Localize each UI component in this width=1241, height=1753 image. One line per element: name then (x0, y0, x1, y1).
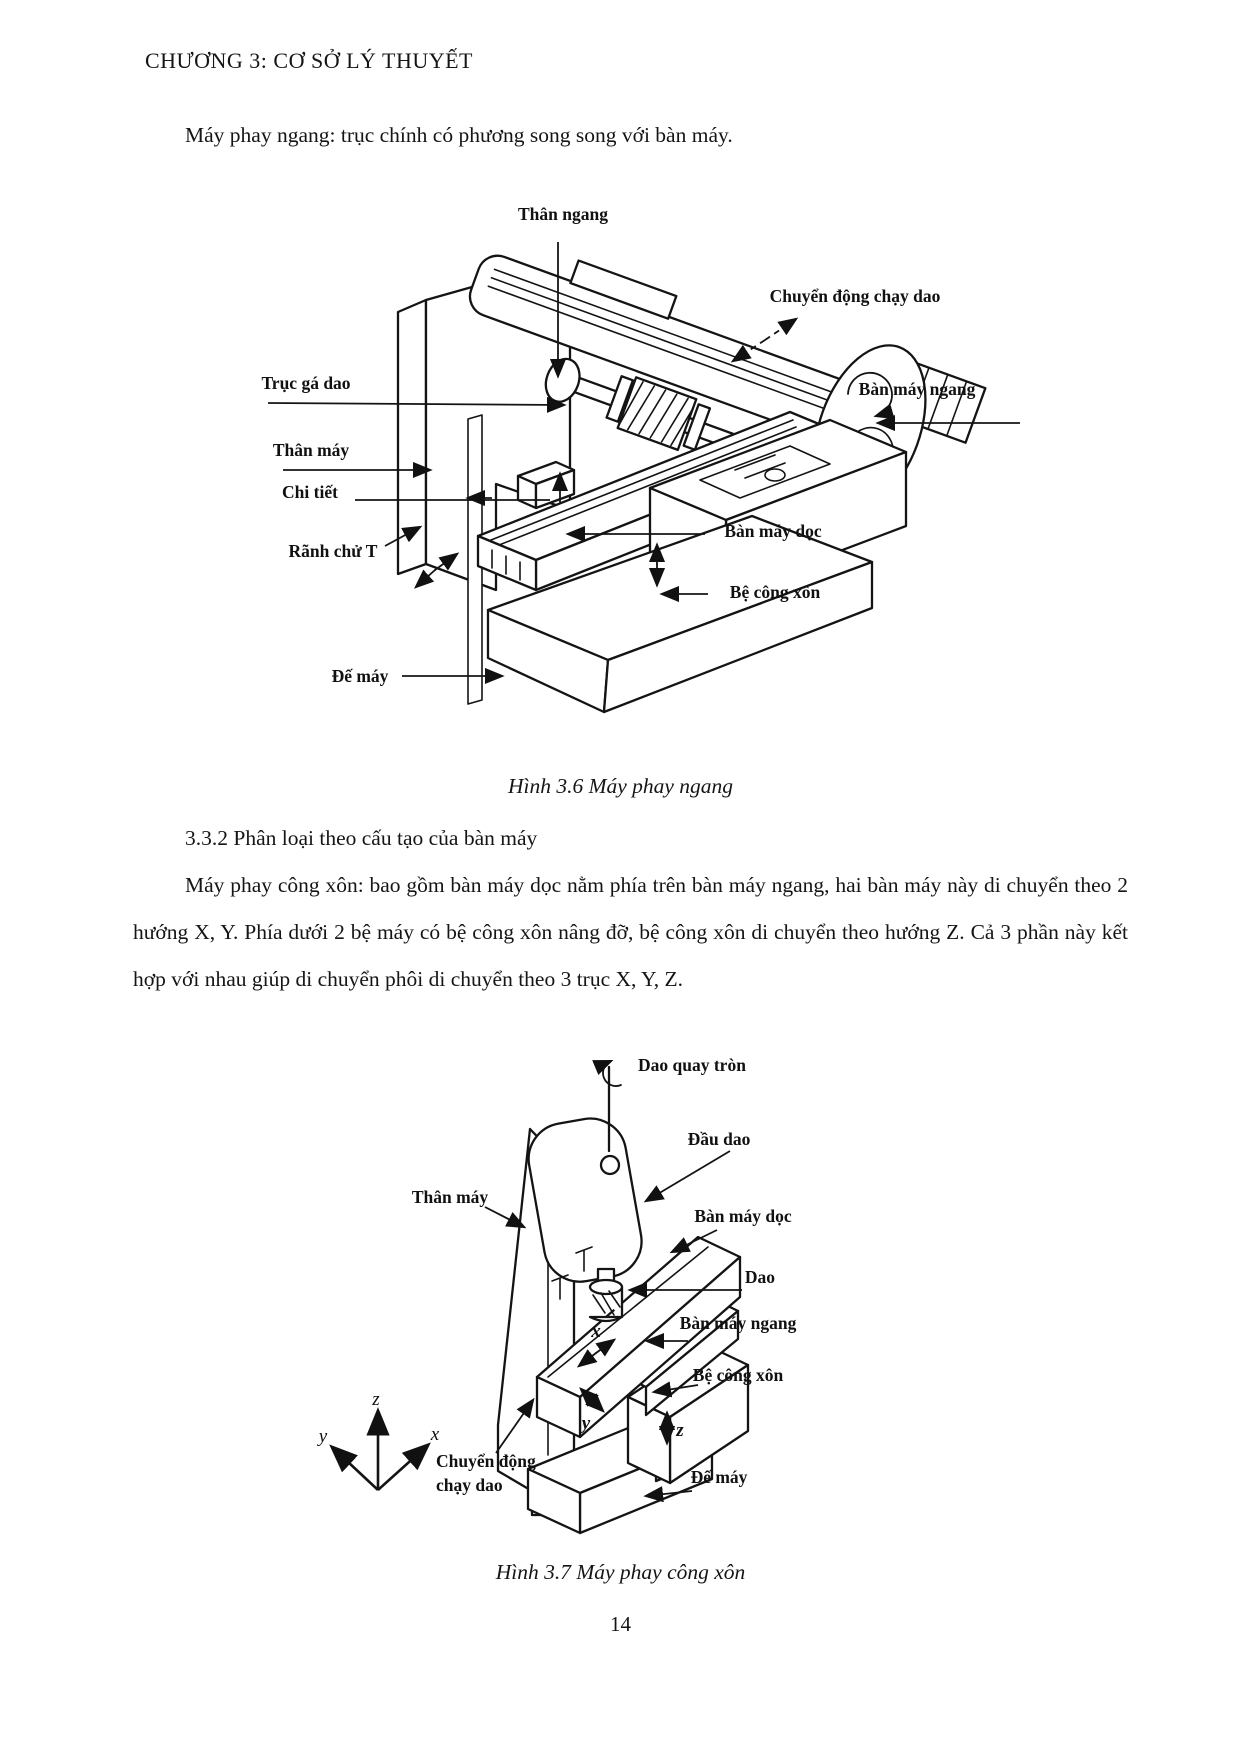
fig1-label-than-ngang: Thân ngang (518, 204, 608, 224)
axis-y-label: y (317, 1426, 328, 1447)
leader-ban-may-doc2 (669, 1229, 718, 1254)
axis-x-label: x (430, 1424, 440, 1445)
fig2-move-x-label: x (590, 1321, 601, 1342)
fig1-label-ban-may-doc: Bàn máy dọc (724, 521, 821, 541)
chapter-header: CHƯƠNG 3: CƠ SỞ LÝ THUYẾT (145, 48, 473, 73)
fig2-move-z-label: z (675, 1420, 684, 1441)
fig2-label-ban-may-doc: Bàn máy dọc (694, 1206, 791, 1226)
fig1-label-ranh-chu-t: Rãnh chử T (289, 541, 378, 561)
fig2-move-y-label: y (580, 1413, 591, 1434)
figure-knee-mill: z y x Dao quay tròn Đầu dao Thân máy Bàn… (317, 1055, 797, 1535)
figure-horizontal-mill: Thân ngang Chuyển động chạy dao Trục gá … (261, 204, 1020, 714)
fig1-label-ban-may-ngang: Bàn máy ngang (859, 379, 976, 399)
section-heading: 3.3.2 Phân loại theo cấu tạo của bàn máy (185, 826, 538, 850)
coordinate-axes: z y x (317, 1389, 440, 1491)
fig2-label-than-may: Thân máy (412, 1187, 489, 1207)
fig1-label-de-may: Đế máy (332, 666, 389, 686)
leader-dau-dao (643, 1150, 731, 1203)
figure1-caption: Hình 3.6 Máy phay ngang (507, 774, 734, 798)
fig2-label-ban-may-ngang: Bàn máy ngang (680, 1313, 797, 1333)
fig2-label-dao-quay-tron: Dao quay tròn (638, 1055, 746, 1075)
leader-ranh-chu-t (384, 525, 423, 547)
leader-than-may2 (484, 1206, 527, 1229)
fig2-label-chuyen-dong-2: chạy dao (436, 1475, 503, 1495)
fig2-label-chuyen-dong-1: Chuyển động (436, 1451, 536, 1471)
fig2-label-dao: Dao (745, 1267, 775, 1287)
fig1-label-be-cong-xon: Bệ công xôn (730, 582, 821, 602)
fig1-machine-art (396, 254, 987, 714)
fig1-label-chuyen-dong-chay-dao: Chuyển động chạy dao (770, 286, 941, 306)
body-paragraph: Máy phay công xôn: bao gồm bàn máy dọc n… (133, 873, 1128, 991)
fig1-label-than-may: Thân máy (273, 440, 350, 460)
axis-z-label: z (371, 1389, 380, 1410)
fig2-label-de-may: Đế máy (691, 1467, 748, 1487)
figure2-caption: Hình 3.7 Máy phay công xôn (495, 1560, 746, 1584)
leader-chi-tiet (355, 489, 550, 507)
leader-de-may2 (643, 1486, 693, 1503)
fig2-label-dau-dao: Đầu dao (688, 1129, 751, 1149)
leader-truc-ga-dao (267, 396, 567, 413)
leader-be-cong-xon2 (651, 1381, 699, 1398)
intro-paragraph: Máy phay ngang: trục chính có phương son… (185, 123, 733, 147)
leader-chuyen-dong2 (495, 1397, 535, 1454)
fig2-label-be-cong-xon: Bệ công xôn (693, 1365, 784, 1385)
fig1-label-truc-ga-dao: Trục gá dao (261, 373, 350, 393)
fig1-label-chi-tiet: Chi tiết (282, 482, 338, 502)
page-number: 14 (610, 1612, 631, 1636)
